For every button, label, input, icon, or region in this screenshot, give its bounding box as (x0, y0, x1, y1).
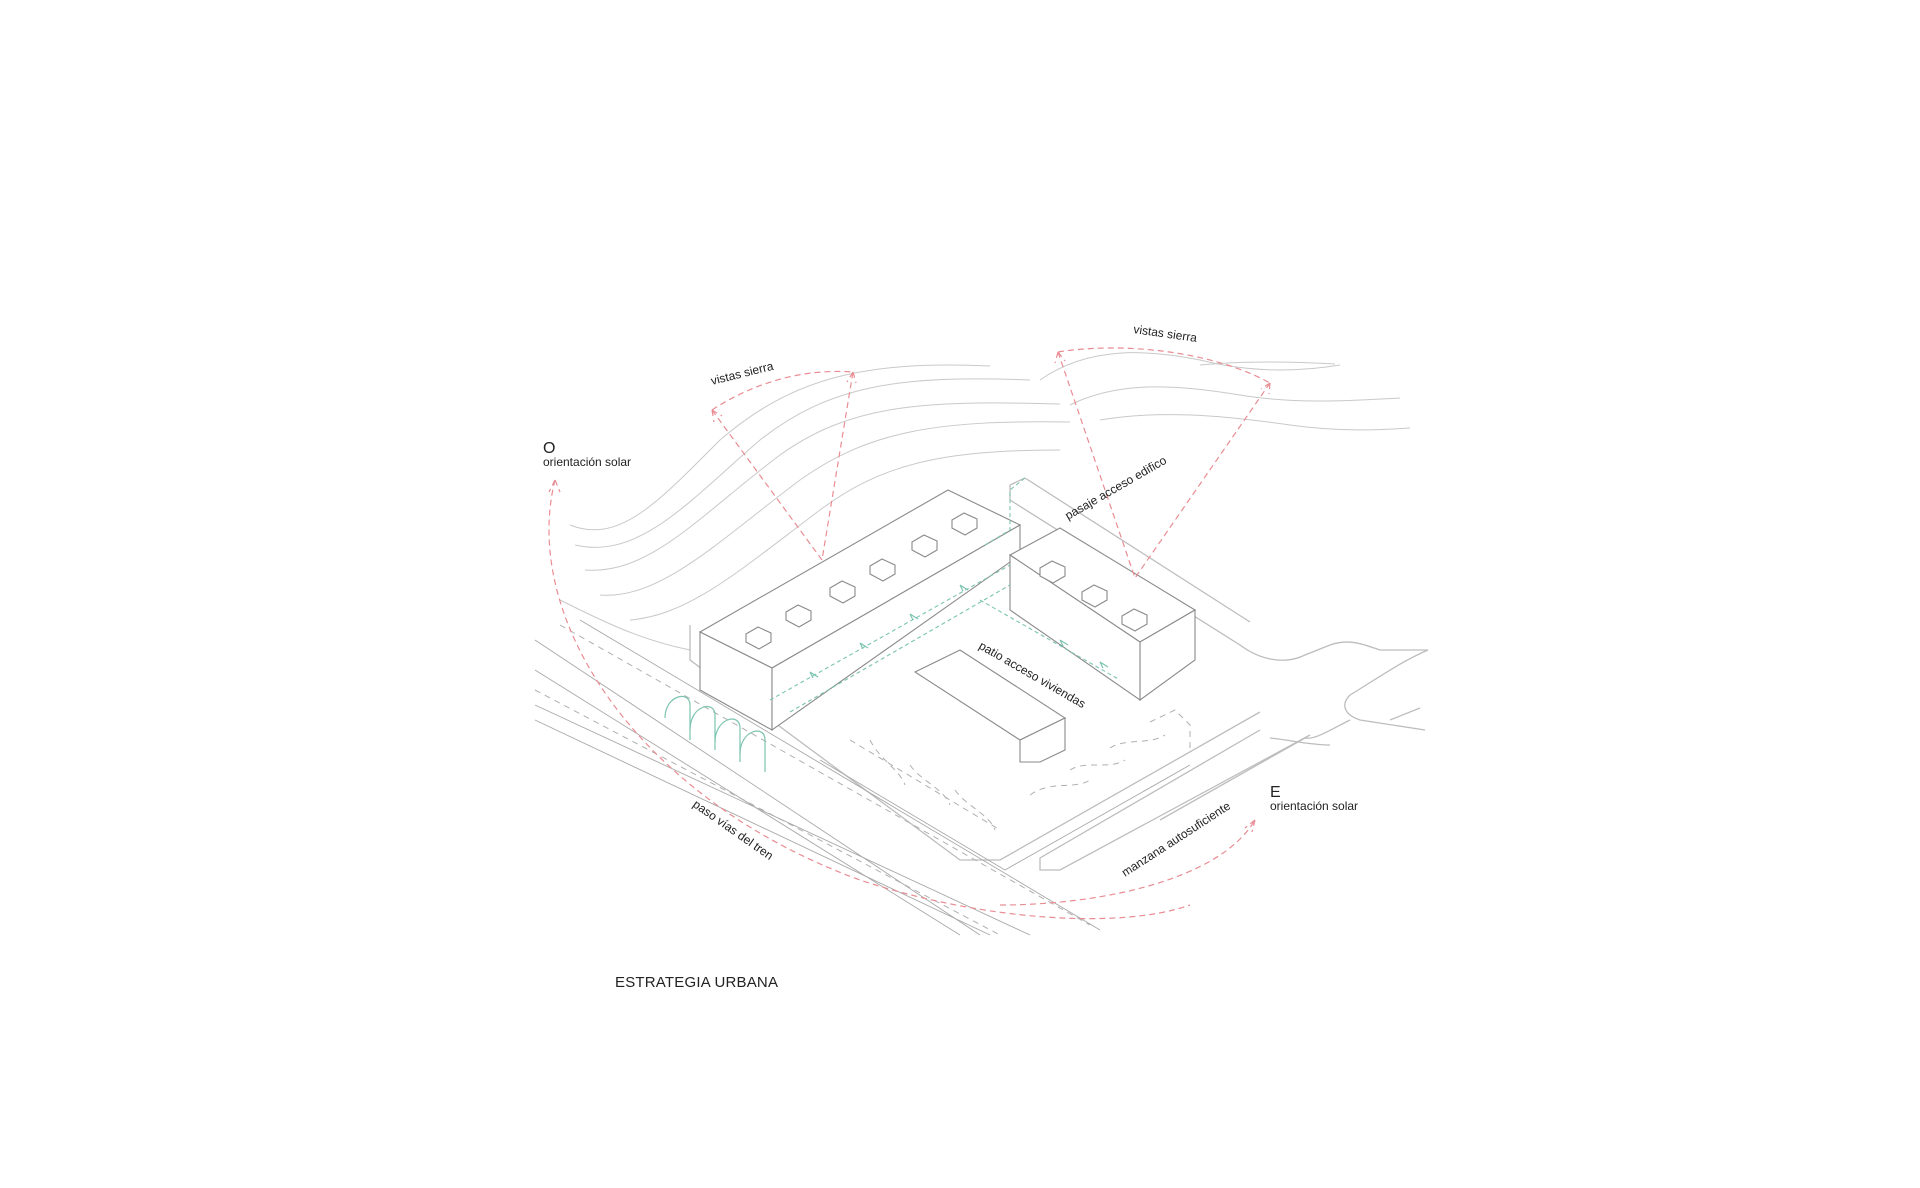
railway (534, 619, 1101, 936)
views-right-label: vistas sierra (1133, 322, 1199, 345)
orientation-arrows (548, 347, 1271, 920)
rail-label: paso vías del tren (690, 797, 776, 863)
east-solar-label: orientación solar (1270, 799, 1358, 813)
views-left-label: vistas sierra (709, 359, 775, 388)
private-gardens (819, 709, 1191, 871)
rail-crossing-arches (664, 695, 766, 772)
diagram-title: ESTRATEGIA URBANA (615, 974, 778, 991)
east-letter: E (1270, 784, 1281, 801)
views-left-cone (711, 371, 854, 562)
terrain-contours (559, 352, 1411, 651)
solar-arc-arrow (548, 479, 1191, 920)
passage-label: pasaje acceso edifico (1063, 453, 1170, 523)
skylights (745, 512, 1148, 650)
building-volume (698, 489, 1197, 871)
roads (689, 477, 1429, 871)
courtyard-block-side (1019, 717, 1066, 763)
access-paths (664, 477, 1121, 772)
courtyard-block (913, 649, 1067, 741)
west-solar-label: orientación solar (543, 455, 631, 469)
east-block-front (1009, 553, 1141, 702)
west-letter: O (543, 440, 555, 457)
east-arc-arrow (999, 819, 1256, 906)
